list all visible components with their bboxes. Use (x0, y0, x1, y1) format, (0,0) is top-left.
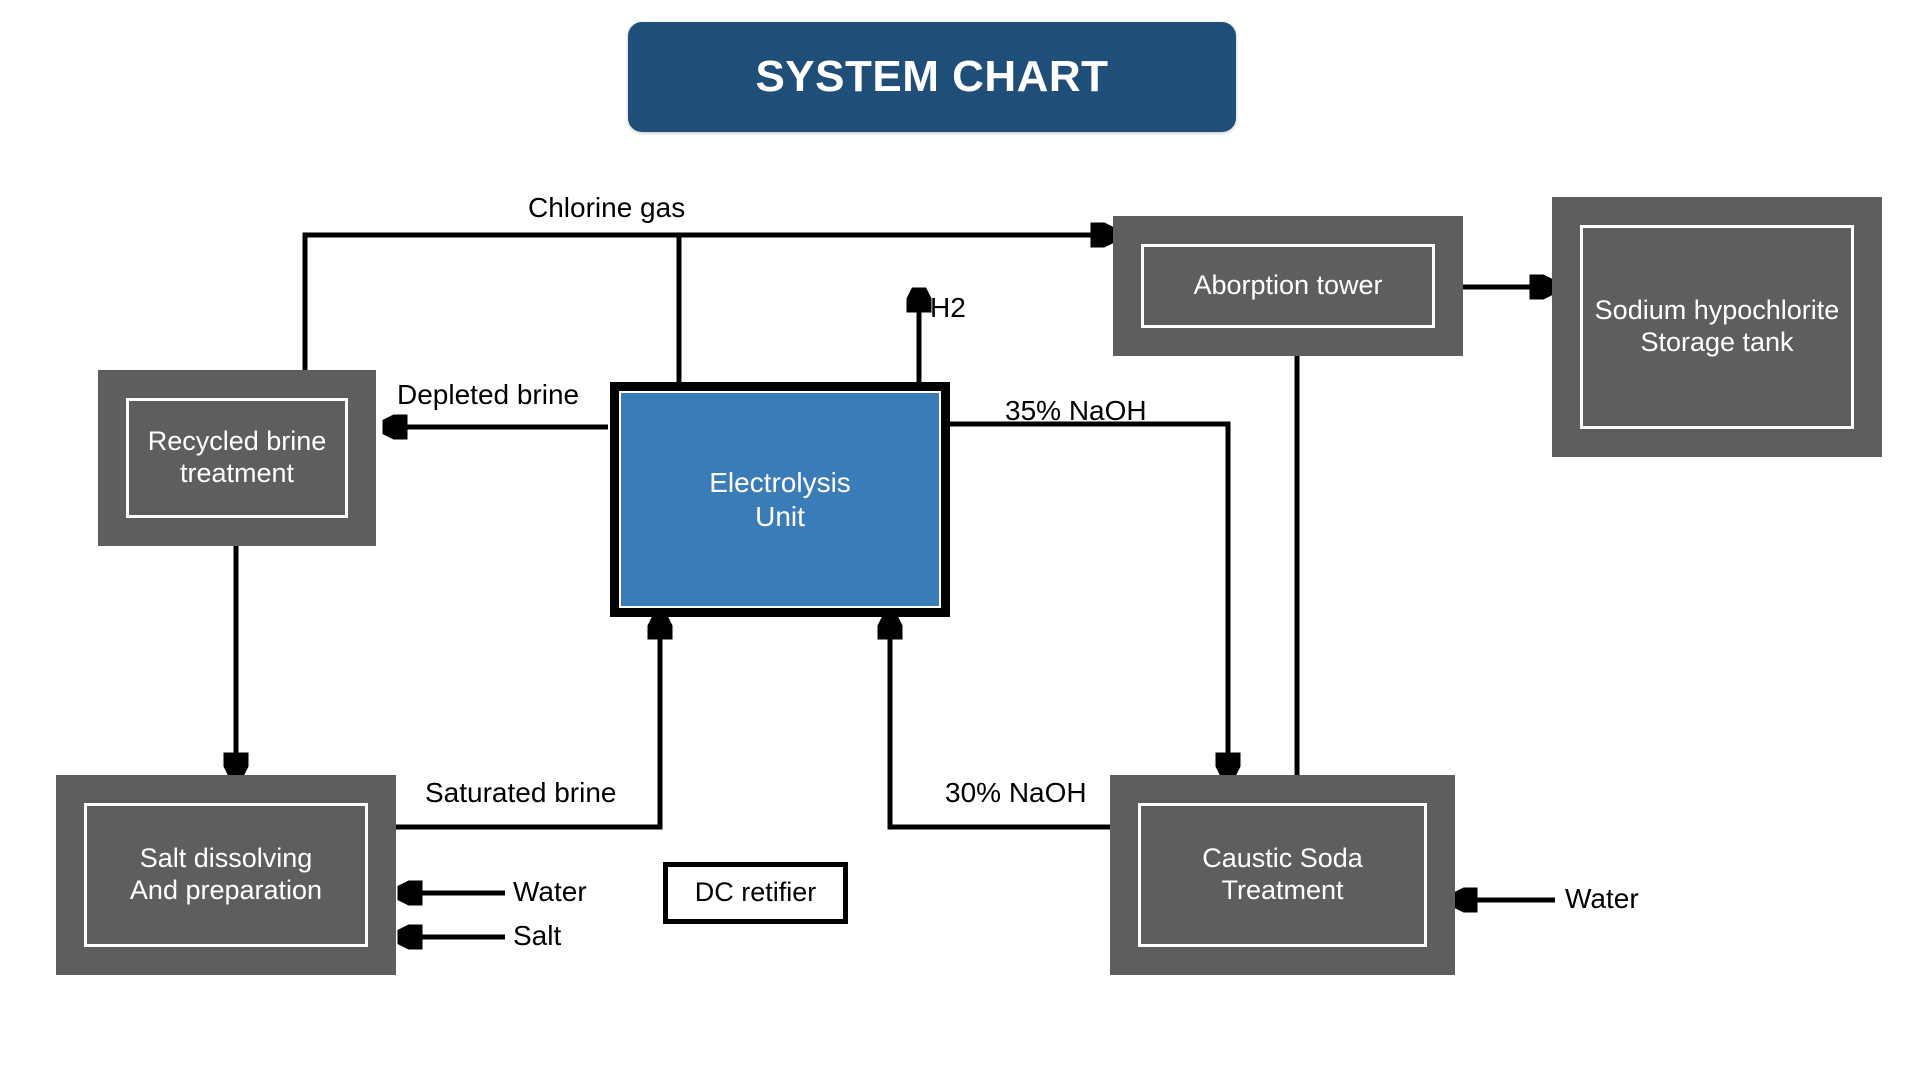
node-recycled-brine-treatment[interactable]: Recycled brine treatment (98, 370, 376, 546)
edge-label-30-naoh: 30% NaOH (945, 777, 1087, 808)
edge-35-naoh (950, 421, 1228, 775)
edge-label-h2: H2 (930, 292, 966, 323)
node-electrolysis-unit[interactable]: Electrolysis Unit (610, 382, 950, 617)
edge-label-chlorine-gas: Chlorine gas (528, 192, 686, 223)
node-caustic-soda-treatment-label: Caustic Soda Treatment (1138, 803, 1427, 947)
node-electrolysis-unit-label: Electrolysis Unit (619, 391, 941, 608)
edge-chlorine-gas-branch-left (302, 232, 679, 372)
edge-label-water-caustic: Water (1565, 883, 1639, 914)
node-absorption-tower-label: Aborption tower (1141, 244, 1435, 328)
node-absorption-tower[interactable]: Aborption tower (1113, 216, 1463, 356)
edge-label-water-salt-plant: Water (513, 876, 587, 907)
page-title: SYSTEM CHART (628, 22, 1236, 132)
node-sodium-hypochlorite-storage-tank-label: Sodium hypochlorite Storage tank (1580, 225, 1854, 429)
edge-label-salt-input: Salt (513, 920, 562, 951)
node-dc-rectifier[interactable]: DC retifier (663, 862, 848, 924)
node-salt-dissolving-and-preparation-label: Salt dissolving And preparation (84, 803, 368, 947)
page-title-text: SYSTEM CHART (755, 52, 1109, 101)
node-salt-dissolving-and-preparation[interactable]: Salt dissolving And preparation (56, 775, 396, 975)
edge-chlorine-gas-to-tower (676, 235, 1113, 382)
node-dc-rectifier-label: DC retifier (694, 877, 817, 908)
node-recycled-brine-treatment-label: Recycled brine treatment (126, 398, 348, 518)
edge-label-depleted-brine: Depleted brine (397, 379, 580, 410)
edge-label-saturated-brine: Saturated brine (425, 777, 617, 808)
edge-label-35-naoh: 35% NaOH (1005, 395, 1147, 426)
node-caustic-soda-treatment[interactable]: Caustic Soda Treatment (1110, 775, 1455, 975)
node-sodium-hypochlorite-storage-tank[interactable]: Sodium hypochlorite Storage tank (1552, 197, 1882, 457)
